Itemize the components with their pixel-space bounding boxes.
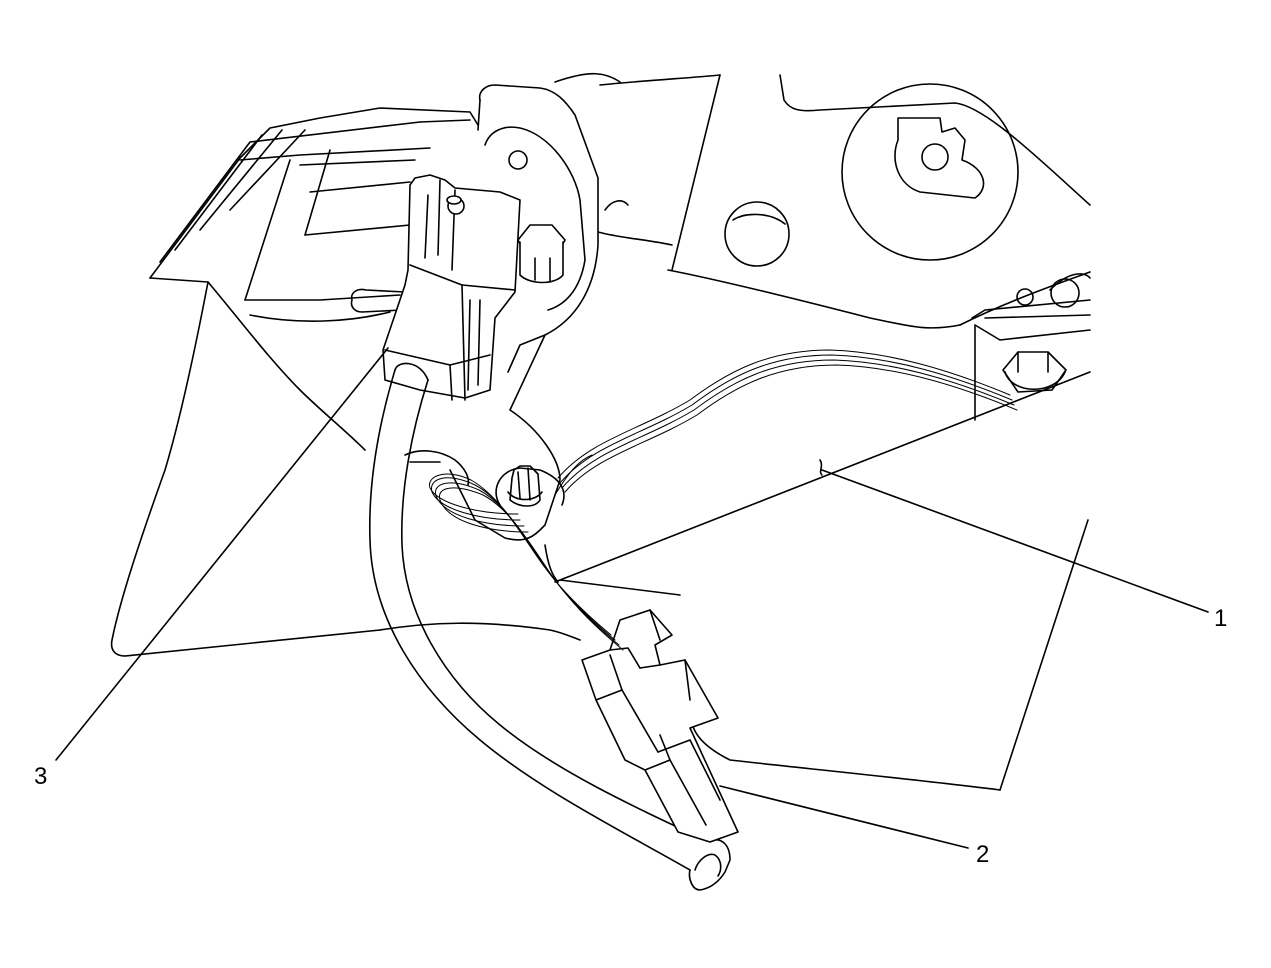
sensor-housing: [383, 175, 520, 400]
callout-1: 1: [1214, 605, 1227, 632]
callout-2: 2: [976, 841, 989, 868]
center-bolt: [518, 225, 565, 283]
leader-line-3: [56, 348, 388, 760]
module-body: [545, 372, 1090, 790]
callout-3: 3: [34, 763, 47, 790]
leader-line-1: [822, 470, 1208, 612]
leader-line-2: [720, 786, 968, 848]
sensor-cable: [370, 363, 730, 890]
upper-housing: [555, 74, 1090, 420]
callouts: 1 2 3: [34, 605, 1227, 868]
wire-harness: [429, 350, 1017, 650]
left-bracket: [112, 108, 580, 656]
leader-lines: [56, 348, 1208, 848]
connector: [582, 610, 738, 842]
